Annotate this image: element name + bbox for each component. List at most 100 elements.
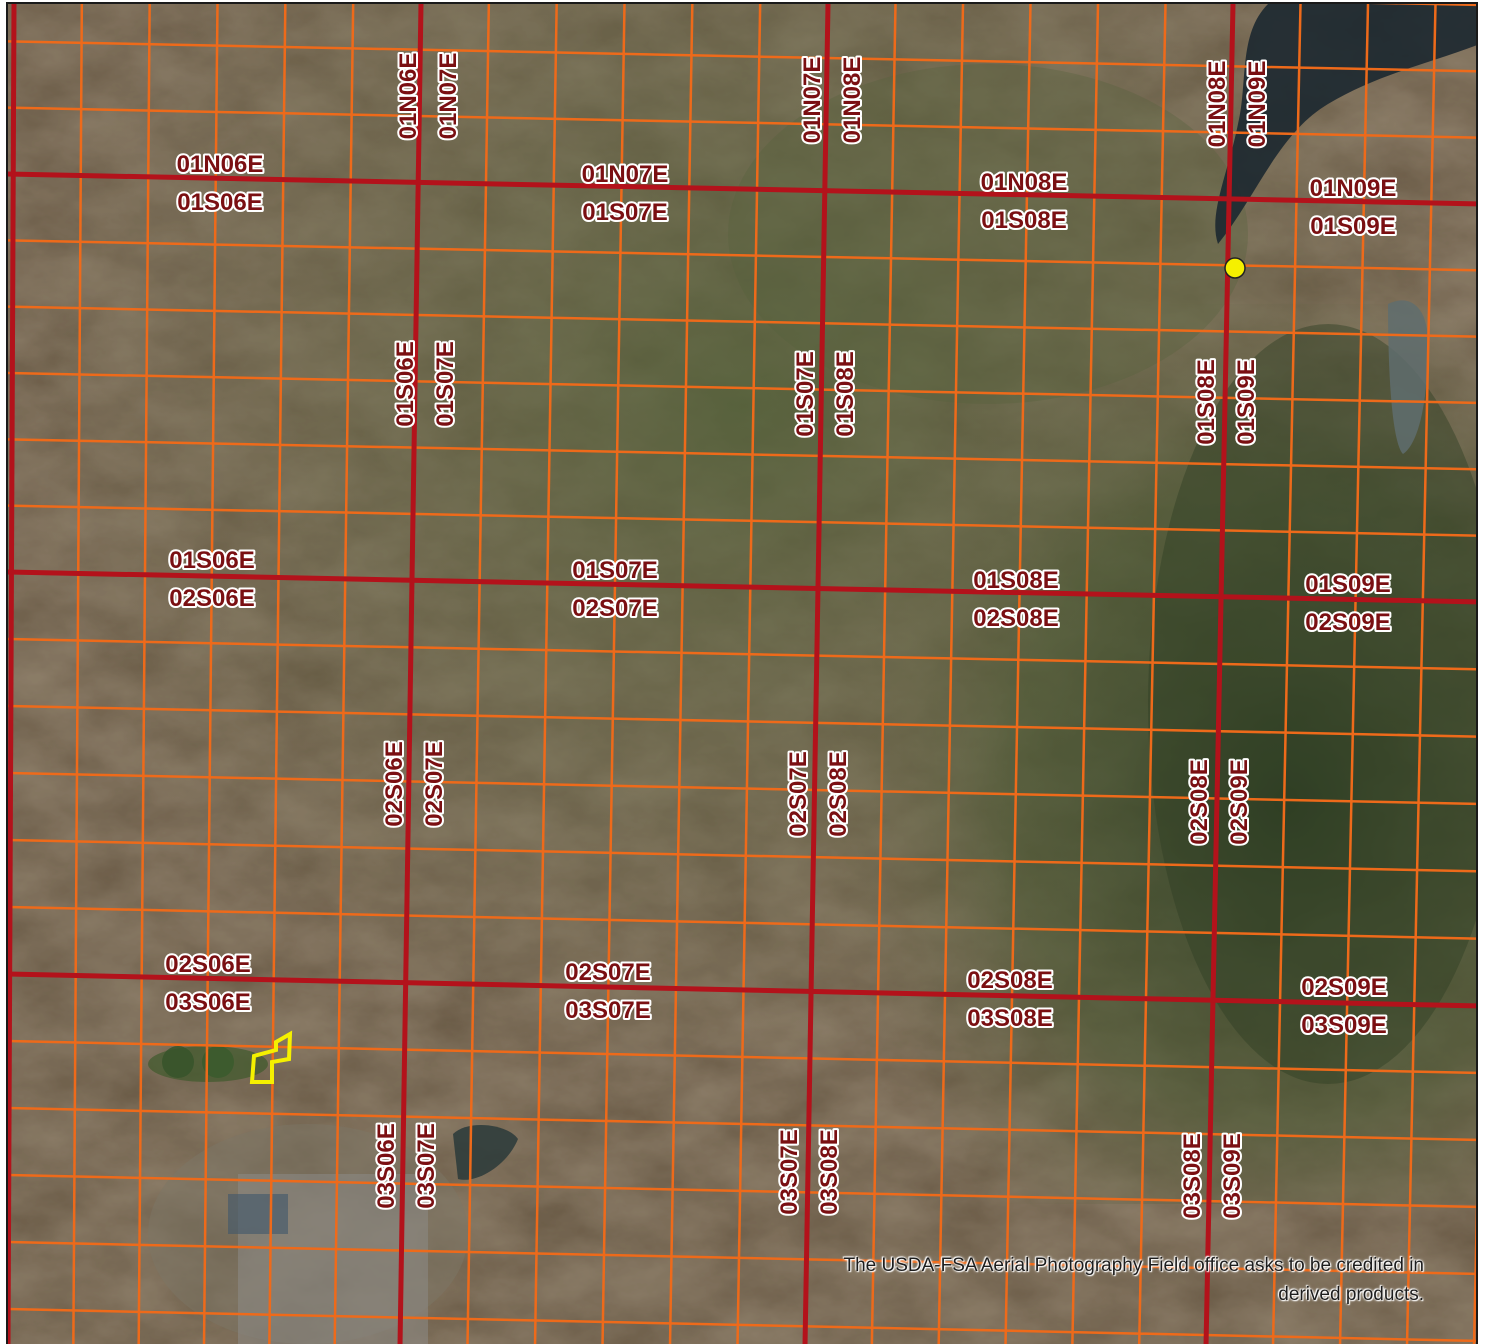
section-line <box>8 371 1476 405</box>
township-label-text: 02S07E <box>572 595 657 622</box>
section-line <box>8 1173 1476 1209</box>
township-label-text: 02S06E <box>169 585 254 612</box>
township-label-text: 01N08E <box>839 57 866 144</box>
township-label-text: 01N08E <box>981 169 1068 196</box>
section-line <box>533 4 558 1344</box>
township-label-text: 01N08E <box>1204 61 1231 148</box>
township-label-text: 01N07E <box>799 57 826 144</box>
section-line <box>8 704 1476 738</box>
section-line <box>268 4 287 1344</box>
township-label-s2-07: 02S07E 03S07E <box>563 957 652 1026</box>
township-label-n-07: 01N07E 01S07E <box>580 159 671 228</box>
section-line <box>1071 4 1100 1344</box>
township-label-n-08: 01N08E 01S08E <box>979 167 1070 236</box>
township-label-v-s3-0708: 03S07E 03S08E <box>774 1127 845 1216</box>
township-label-text: 02S08E <box>973 605 1058 632</box>
section-line <box>8 1240 1476 1276</box>
section-line <box>8 1307 1476 1343</box>
imagery-credit: The USDA-FSA Aerial Photography Field of… <box>724 1251 1424 1309</box>
location-marker[interactable] <box>1224 257 1246 279</box>
section-line <box>1004 4 1032 1344</box>
township-label-text: 01S06E <box>392 341 419 426</box>
section-line <box>8 305 1476 338</box>
section-line <box>137 4 151 1344</box>
township-label-text: 01S07E <box>582 199 667 226</box>
section-line <box>466 4 491 1344</box>
township-boundary-lines <box>8 4 1476 1344</box>
township-label-text: 02S06E <box>381 741 408 826</box>
township-label-text: 03S09E <box>1219 1133 1246 1218</box>
section-line <box>8 771 1476 806</box>
township-label-text: 01S08E <box>973 567 1058 594</box>
township-label-text: 02S09E <box>1305 609 1390 636</box>
township-line <box>8 4 17 1344</box>
township-label-text: 01S09E <box>1310 213 1395 240</box>
township-label-text: 02S07E <box>565 959 650 986</box>
township-line <box>397 4 424 1344</box>
township-label-text: 03S09E <box>1301 1012 1386 1039</box>
township-label-text: 02S07E <box>785 751 812 836</box>
township-label-text: 03S07E <box>776 1129 803 1214</box>
township-label-text: 02S09E <box>1301 974 1386 1001</box>
section-line <box>601 4 626 1344</box>
section-line <box>8 1106 1476 1142</box>
township-label-s1-06: 01S06E 02S06E <box>167 545 256 614</box>
section-line <box>8 106 1476 139</box>
township-label-v-n-0809: 01N08E 01N09E <box>1202 59 1273 150</box>
township-line <box>802 4 831 1344</box>
township-label-text: 01S06E <box>169 547 254 574</box>
township-label-text: 01N07E <box>582 161 669 188</box>
credit-line-1: The USDA-FSA Aerial Photography Field of… <box>843 1255 1424 1276</box>
section-grid-lines <box>8 4 1476 1344</box>
section-line <box>202 4 219 1344</box>
township-label-s1-08: 01S08E 02S08E <box>971 565 1060 634</box>
section-line <box>1338 4 1370 1344</box>
township-label-text: 01N06E <box>395 53 422 140</box>
township-line <box>1203 4 1236 1344</box>
township-label-v-n-0607: 01N06E 01N07E <box>393 51 464 142</box>
section-line <box>1271 4 1302 1344</box>
township-label-text: 03S06E <box>373 1123 400 1208</box>
section-line <box>1405 4 1437 1344</box>
township-label-text: 01N07E <box>435 53 462 140</box>
section-line <box>8 637 1476 671</box>
township-label-s2-09: 02S09E 03S09E <box>1299 972 1388 1041</box>
map-canvas[interactable]: 01N06E01S06E01N07E01S07E01N08E01S08E01N0… <box>8 4 1478 1344</box>
township-label-text: 03S07E <box>413 1123 440 1208</box>
section-line <box>8 905 1476 940</box>
township-label-text: 03S08E <box>1179 1133 1206 1218</box>
township-labels: 01N06E01S06E01N07E01S07E01N08E01S08E01N0… <box>163 51 1398 1221</box>
township-label-text: 01N09E <box>1244 61 1271 148</box>
township-line <box>8 569 1476 605</box>
section-line <box>8 438 1476 471</box>
township-label-text: 01N09E <box>1310 175 1397 202</box>
township-label-text: 01N06E <box>177 151 264 178</box>
township-label-text: 01S08E <box>832 351 859 436</box>
water-bodies <box>453 4 1476 1180</box>
township-label-v-s3-0809: 03S08E 03S09E <box>1177 1131 1248 1220</box>
township-label-text: 01S08E <box>981 207 1066 234</box>
township-label-text: 03S08E <box>967 1005 1052 1032</box>
township-label-v-s3-0607: 03S06E 03S07E <box>371 1121 442 1210</box>
section-line <box>1137 4 1167 1344</box>
township-label-text: 01S09E <box>1305 571 1390 598</box>
parcel-outline[interactable] <box>249 1030 293 1084</box>
township-label-text: 02S08E <box>825 751 852 836</box>
township-label-text: 03S07E <box>565 997 650 1024</box>
township-label-v-s2-0708: 02S07E 02S08E <box>783 749 854 838</box>
township-label-text: 03S08E <box>816 1129 843 1214</box>
township-line <box>8 171 1476 207</box>
township-label-text: 03S06E <box>165 989 250 1016</box>
section-line <box>870 4 897 1344</box>
section-line <box>937 4 965 1344</box>
